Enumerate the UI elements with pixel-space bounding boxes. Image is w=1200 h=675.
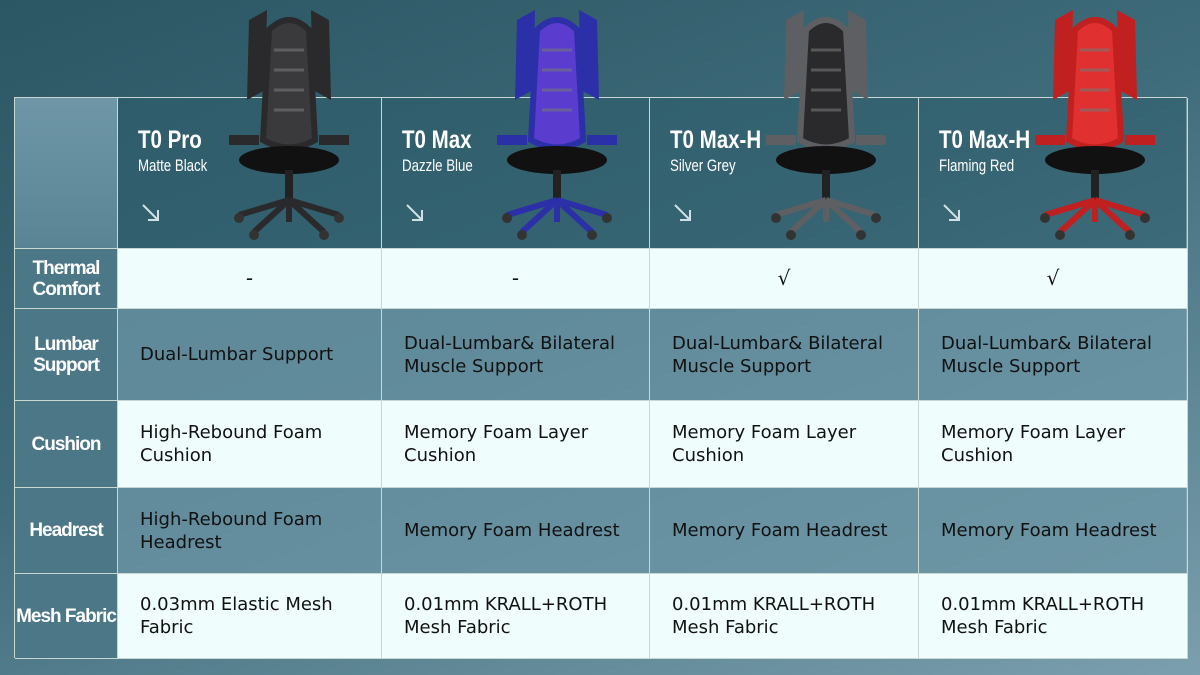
product-header: T0 Max-H Silver Grey <box>650 10 919 249</box>
table-cell: Memory Foam Layer Cushion <box>382 401 650 488</box>
corner-cell <box>15 98 118 249</box>
table-cell: Memory Foam Layer Cushion <box>919 401 1188 488</box>
chair-image <box>1025 10 1165 246</box>
arrow-down-right-icon[interactable] <box>404 202 426 224</box>
table-cell: High-Rebound Foam Headrest <box>118 488 382 574</box>
table-cell: 0.01mm KRALL+ROTH Mesh Fabric <box>382 574 650 659</box>
row-label-text: Mesh Fabric <box>16 605 117 627</box>
product-name: T0 Pro <box>138 126 202 154</box>
table-cell: Dual-Lumbar Support <box>118 309 382 401</box>
table-cell: Dual-Lumbar& Bilateral Muscle Support <box>650 309 919 401</box>
chair-image <box>756 10 896 246</box>
arrow-down-right-icon[interactable] <box>672 202 694 224</box>
product-header: T0 Max-H Flaming Red <box>919 10 1188 249</box>
product-name: T0 Max <box>402 126 472 154</box>
table-cell: 0.03mm Elastic Mesh Fabric <box>118 574 382 659</box>
table-cell: √ <box>919 249 1188 309</box>
chair-image <box>219 10 359 246</box>
table-cell: 0.01mm KRALL+ROTH Mesh Fabric <box>650 574 919 659</box>
arrow-down-right-icon[interactable] <box>140 202 162 224</box>
product-color-name: Matte Black <box>138 156 208 175</box>
chair-image <box>487 10 627 246</box>
table-cell: √ <box>650 249 919 309</box>
table-cell: Memory Foam Headrest <box>919 488 1188 574</box>
table-cell: High-Rebound Foam Cushion <box>118 401 382 488</box>
arrow-down-right-icon[interactable] <box>941 202 963 224</box>
row-label-text: Headrest <box>29 520 103 541</box>
row-label: Lumbar Support <box>15 309 118 401</box>
table-cell: Dual-Lumbar& Bilateral Muscle Support <box>382 309 650 401</box>
table-cell: - <box>382 249 650 309</box>
table-cell: Memory Foam Layer Cushion <box>650 401 919 488</box>
product-color-name: Flaming Red <box>939 156 1015 175</box>
row-label-text: Cushion <box>31 433 102 455</box>
table-cell: Memory Foam Headrest <box>382 488 650 574</box>
row-label: Thermal Comfort <box>15 249 118 309</box>
product-color-name: Silver Grey <box>670 156 736 175</box>
row-label: Headrest <box>15 488 118 574</box>
product-name: T0 Max-H <box>670 126 762 154</box>
row-label: Cushion <box>15 401 118 488</box>
table-cell: 0.01mm KRALL+ROTH Mesh Fabric <box>919 574 1188 659</box>
row-label-text: Lumbar Support <box>33 333 100 376</box>
product-name: T0 Max-H <box>939 126 1031 154</box>
table-cell: - <box>118 249 382 309</box>
product-color-name: Dazzle Blue <box>402 156 473 175</box>
row-label-text: Thermal Comfort <box>32 257 101 300</box>
table-cell: Memory Foam Headrest <box>650 488 919 574</box>
table-cell: Dual-Lumbar& Bilateral Muscle Support <box>919 309 1188 401</box>
row-label: Mesh Fabric <box>15 574 118 659</box>
